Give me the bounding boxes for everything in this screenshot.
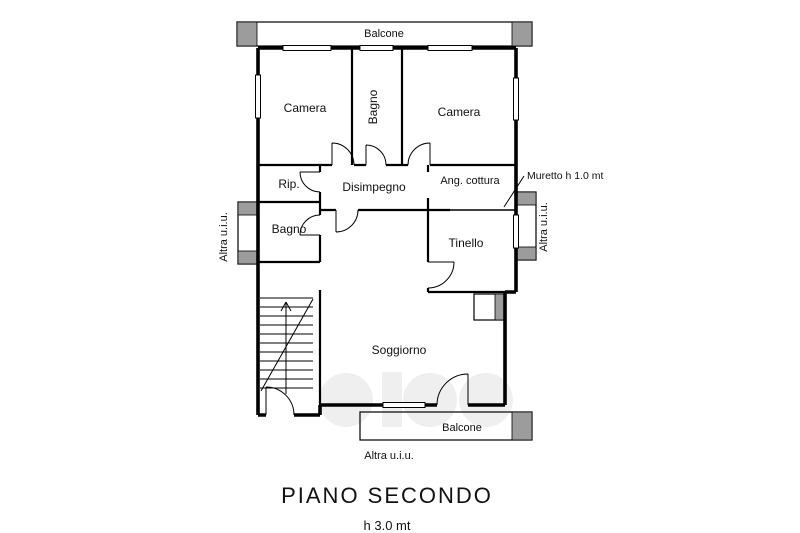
label-disimpegno: Disimpegno — [342, 180, 406, 194]
label-bagno-mid: Bagno — [272, 222, 307, 236]
staircase — [260, 297, 314, 394]
label-altra-uiu-right: Altra u.i.u. — [538, 202, 550, 252]
label-soggiorno: Soggiorno — [372, 343, 427, 357]
label-tinello: Tinello — [449, 236, 484, 250]
label-altra-uiu-left: Altra u.i.u. — [218, 212, 230, 262]
label-balcone-bottom: Balcone — [442, 422, 482, 434]
door-swings — [265, 142, 469, 416]
windows — [255, 45, 519, 408]
interior-walls — [258, 48, 516, 405]
label-ang-cottura: Ang. cottura — [440, 175, 500, 187]
muretto-leader-line — [503, 175, 525, 208]
label-altra-uiu-bottom: Altra u.i.u. — [364, 450, 414, 462]
label-muretto-note: Muretto h 1.0 mt — [527, 170, 604, 182]
label-bagno-top: Bagno — [366, 89, 380, 124]
watermark — [319, 372, 513, 427]
plan-height-note: h 3.0 mt — [364, 518, 411, 533]
plan-title: PIANO SECONDO — [281, 483, 493, 508]
stair-cut-line — [260, 298, 314, 392]
stair-direction-line — [280, 301, 292, 394]
label-rip: Rip. — [278, 177, 299, 191]
label-camera-left: Camera — [284, 101, 327, 115]
label-camera-right: Camera — [438, 105, 481, 119]
label-balcone-top: Balcone — [364, 28, 404, 40]
gray-wall-blocks — [236, 21, 537, 441]
